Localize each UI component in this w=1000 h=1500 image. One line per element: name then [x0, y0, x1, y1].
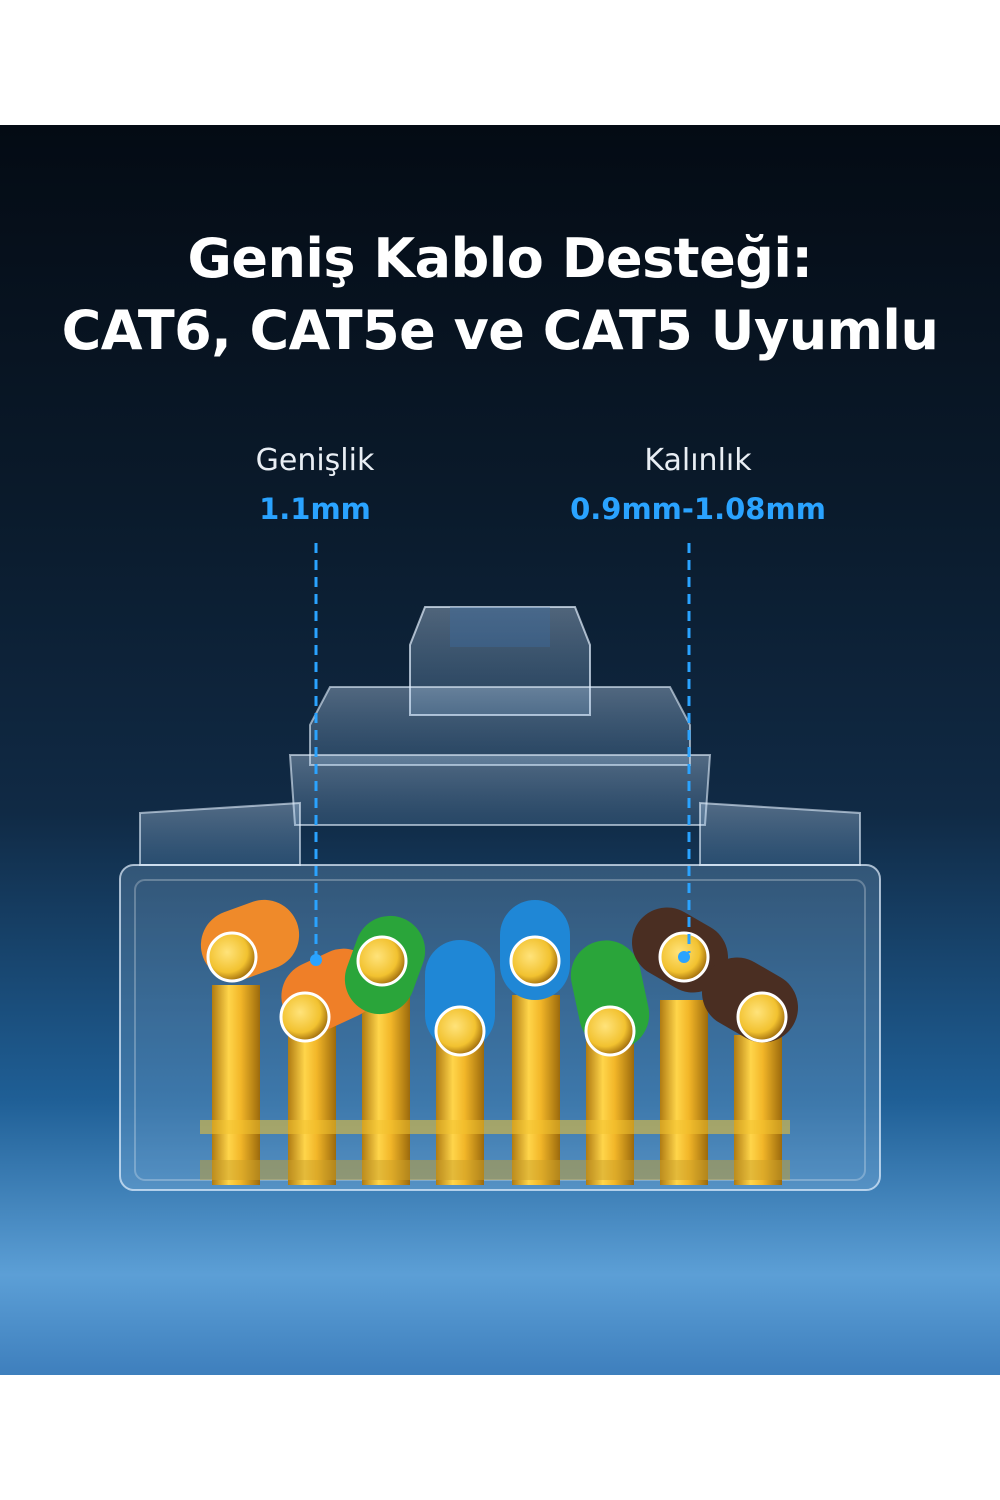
thickness-value: 0.9mm-1.08mm	[570, 492, 826, 526]
headline-line-2: CAT6, CAT5e ve CAT5 Uyumlu	[61, 299, 939, 362]
rj45-connector-illustration	[119, 543, 881, 1191]
contact-pins	[200, 985, 790, 1185]
wire-blue-white	[500, 900, 570, 1000]
wire-blue	[425, 940, 495, 1057]
product-banner: Geniş Kablo Desteği: CAT6, CAT5e ve CAT5…	[0, 125, 1000, 1375]
width-value: 1.1mm	[259, 492, 371, 526]
wire-brown	[702, 957, 798, 1043]
wire-green	[570, 940, 650, 1057]
dimension-guides	[310, 543, 691, 966]
wire-orange-white	[200, 899, 300, 983]
width-guide-dot	[310, 954, 322, 966]
wire-green-white	[344, 915, 426, 1015]
width-label: Genişlik	[255, 443, 375, 478]
headline-line-1: Geniş Kablo Desteği:	[187, 227, 813, 290]
thickness-guide-dot	[678, 951, 690, 963]
thickness-label: Kalınlık	[644, 443, 752, 478]
wire-bundle	[200, 899, 798, 1057]
